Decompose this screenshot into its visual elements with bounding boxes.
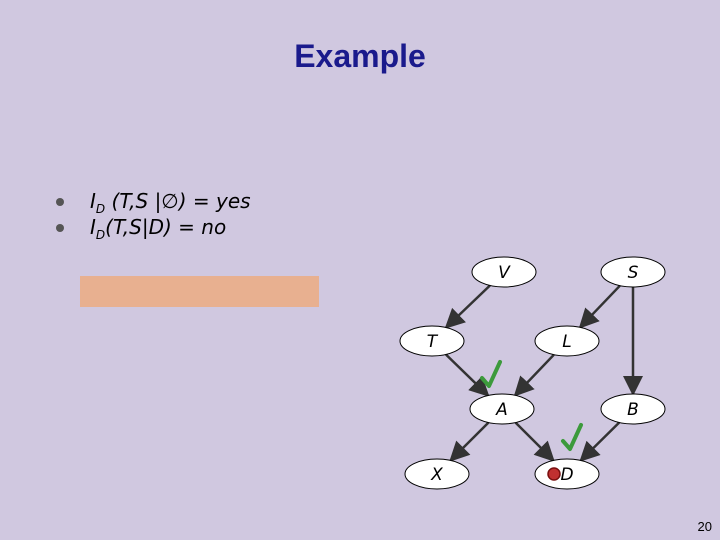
observed-marker-icon — [547, 467, 561, 481]
node-l: L — [534, 325, 600, 357]
bullet-text-pre: I — [90, 189, 96, 213]
node-label: X — [430, 465, 443, 485]
edge-v-t — [444, 284, 491, 329]
node-d: D — [534, 458, 600, 490]
node-label: S — [628, 263, 639, 283]
bullet-text-post: (T,S |∅) = yes — [105, 189, 251, 213]
node-ellipse — [469, 393, 535, 425]
node-ellipse — [399, 325, 465, 357]
page-number: 20 — [697, 519, 712, 534]
check-mark-icon — [480, 360, 502, 388]
node-ellipse — [471, 256, 537, 288]
edge-a-x — [449, 421, 490, 462]
edge-b-d — [579, 421, 621, 462]
node-s: S — [600, 256, 666, 288]
check-mark-icon — [561, 423, 583, 451]
node-label: B — [627, 400, 639, 420]
bullet-item: ID(T,S|D) = no — [52, 214, 251, 242]
node-ellipse — [600, 256, 666, 288]
node-b: B — [600, 393, 666, 425]
bullet-dot-icon — [56, 224, 64, 232]
node-ellipse — [534, 458, 600, 490]
node-a: A — [469, 393, 535, 425]
edges-layer — [444, 284, 643, 462]
node-label: T — [427, 332, 439, 352]
node-v: V — [471, 256, 537, 288]
node-ellipse — [600, 393, 666, 425]
edge-l-a — [513, 353, 555, 397]
node-label: A — [495, 400, 508, 420]
bullet-text-sub: D — [95, 228, 106, 242]
bullet-text-post: (T,S|D) = no — [105, 215, 227, 239]
node-x: X — [404, 458, 470, 490]
bullet-text-pre: I — [90, 215, 96, 239]
node-ellipse — [534, 325, 600, 357]
edge-t-a — [445, 353, 490, 397]
node-label: D — [560, 465, 573, 485]
edge-s-l — [578, 284, 621, 329]
bullet-list: ID (T,S |∅) = yes ID(T,S|D) = no — [52, 188, 251, 242]
node-label: L — [562, 332, 571, 352]
highlight-box — [80, 276, 319, 307]
node-ellipse — [404, 458, 470, 490]
bullet-dot-icon — [56, 198, 64, 206]
slide-title: Example — [294, 38, 426, 74]
node-t: T — [399, 325, 465, 357]
node-label: V — [498, 263, 511, 283]
edge-a-d — [514, 421, 555, 462]
checks-layer — [480, 360, 583, 451]
bullet-text-sub: D — [95, 202, 106, 216]
nodes-layer: V S T L A B X D — [399, 256, 666, 490]
bullet-item: ID (T,S |∅) = yes — [52, 188, 251, 216]
